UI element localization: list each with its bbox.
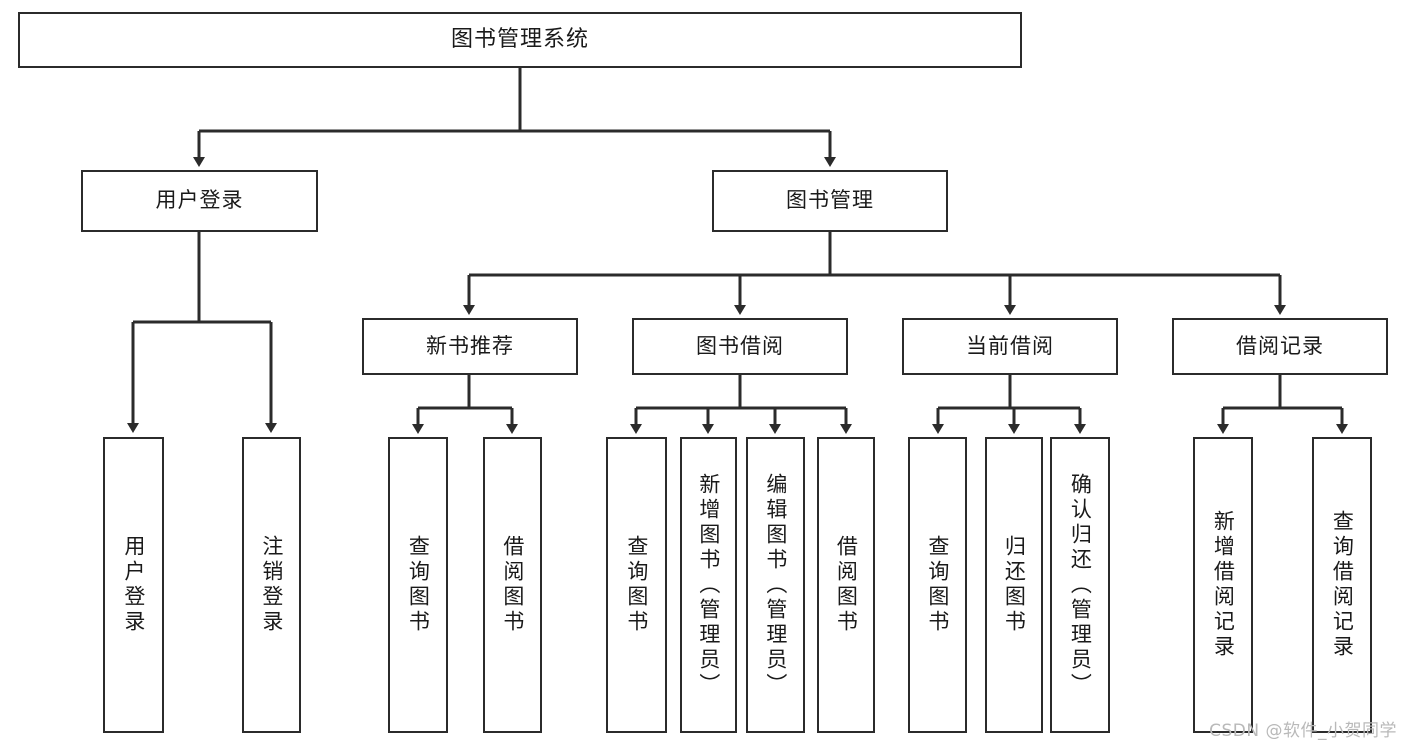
node-leaf-add-book[interactable]: 新增图书（管理员） xyxy=(680,437,737,733)
node-leaf-user-login-label: 用户登录 xyxy=(121,535,146,635)
node-leaf-add-borrow-record[interactable]: 新增借阅记录 xyxy=(1193,437,1253,733)
node-user-login[interactable]: 用户登录 xyxy=(81,170,318,232)
connector-borrow-record-children xyxy=(1217,375,1348,434)
node-leaf-edit-book[interactable]: 编辑图书（管理员） xyxy=(746,437,805,733)
node-borrow-record[interactable]: 借阅记录 xyxy=(1172,318,1388,375)
node-new-book-rec[interactable]: 新书推荐 xyxy=(362,318,578,375)
node-leaf-query-borrow-record-label: 查询借阅记录 xyxy=(1330,510,1355,660)
connector-book-borrow-children xyxy=(630,375,852,434)
node-leaf-user-logout[interactable]: 注销登录 xyxy=(242,437,301,733)
node-book-borrow-label: 图书借阅 xyxy=(696,333,784,358)
connector-root-bus xyxy=(193,68,836,167)
node-leaf-add-borrow-record-label: 新增借阅记录 xyxy=(1211,510,1236,660)
connector-user-login-children xyxy=(127,232,277,433)
node-borrow-record-label: 借阅记录 xyxy=(1236,333,1324,358)
node-new-book-rec-label: 新书推荐 xyxy=(426,333,514,358)
node-root[interactable]: 图书管理系统 xyxy=(18,12,1022,68)
node-user-login-label: 用户登录 xyxy=(155,188,244,213)
node-leaf-query-book-cur[interactable]: 查询图书 xyxy=(908,437,967,733)
node-book-manage[interactable]: 图书管理 xyxy=(712,170,948,232)
connector-book-manage-children xyxy=(463,232,1286,315)
node-leaf-edit-book-label: 编辑图书（管理员） xyxy=(763,472,788,698)
node-leaf-return-book[interactable]: 归还图书 xyxy=(985,437,1043,733)
node-leaf-query-book-rec-label: 查询图书 xyxy=(406,535,431,635)
node-leaf-confirm-return-label: 确认归还（管理员） xyxy=(1068,472,1093,698)
node-leaf-query-book-cur-label: 查询图书 xyxy=(925,535,950,635)
node-leaf-user-logout-label: 注销登录 xyxy=(259,535,284,635)
node-book-manage-label: 图书管理 xyxy=(786,188,874,213)
node-current-borrow-label: 当前借阅 xyxy=(966,333,1054,358)
node-leaf-borrow-book-rec-label: 借阅图书 xyxy=(500,535,525,635)
node-leaf-query-borrow-record[interactable]: 查询借阅记录 xyxy=(1312,437,1372,733)
node-leaf-query-book-borrow[interactable]: 查询图书 xyxy=(606,437,667,733)
connector-new-book-rec-children xyxy=(412,375,518,434)
node-leaf-confirm-return[interactable]: 确认归还（管理员） xyxy=(1050,437,1110,733)
node-leaf-borrow-book-label: 借阅图书 xyxy=(834,535,859,635)
node-leaf-query-book-rec[interactable]: 查询图书 xyxy=(388,437,448,733)
node-leaf-user-login[interactable]: 用户登录 xyxy=(103,437,164,733)
node-root-label: 图书管理系统 xyxy=(450,26,589,52)
connector-current-borrow-children xyxy=(932,375,1086,434)
node-book-borrow[interactable]: 图书借阅 xyxy=(632,318,848,375)
node-leaf-borrow-book-rec[interactable]: 借阅图书 xyxy=(483,437,542,733)
node-current-borrow[interactable]: 当前借阅 xyxy=(902,318,1118,375)
node-leaf-borrow-book[interactable]: 借阅图书 xyxy=(817,437,875,733)
node-leaf-add-book-label: 新增图书（管理员） xyxy=(696,472,721,698)
node-leaf-return-book-label: 归还图书 xyxy=(1002,535,1027,635)
node-leaf-query-book-borrow-label: 查询图书 xyxy=(624,535,649,635)
